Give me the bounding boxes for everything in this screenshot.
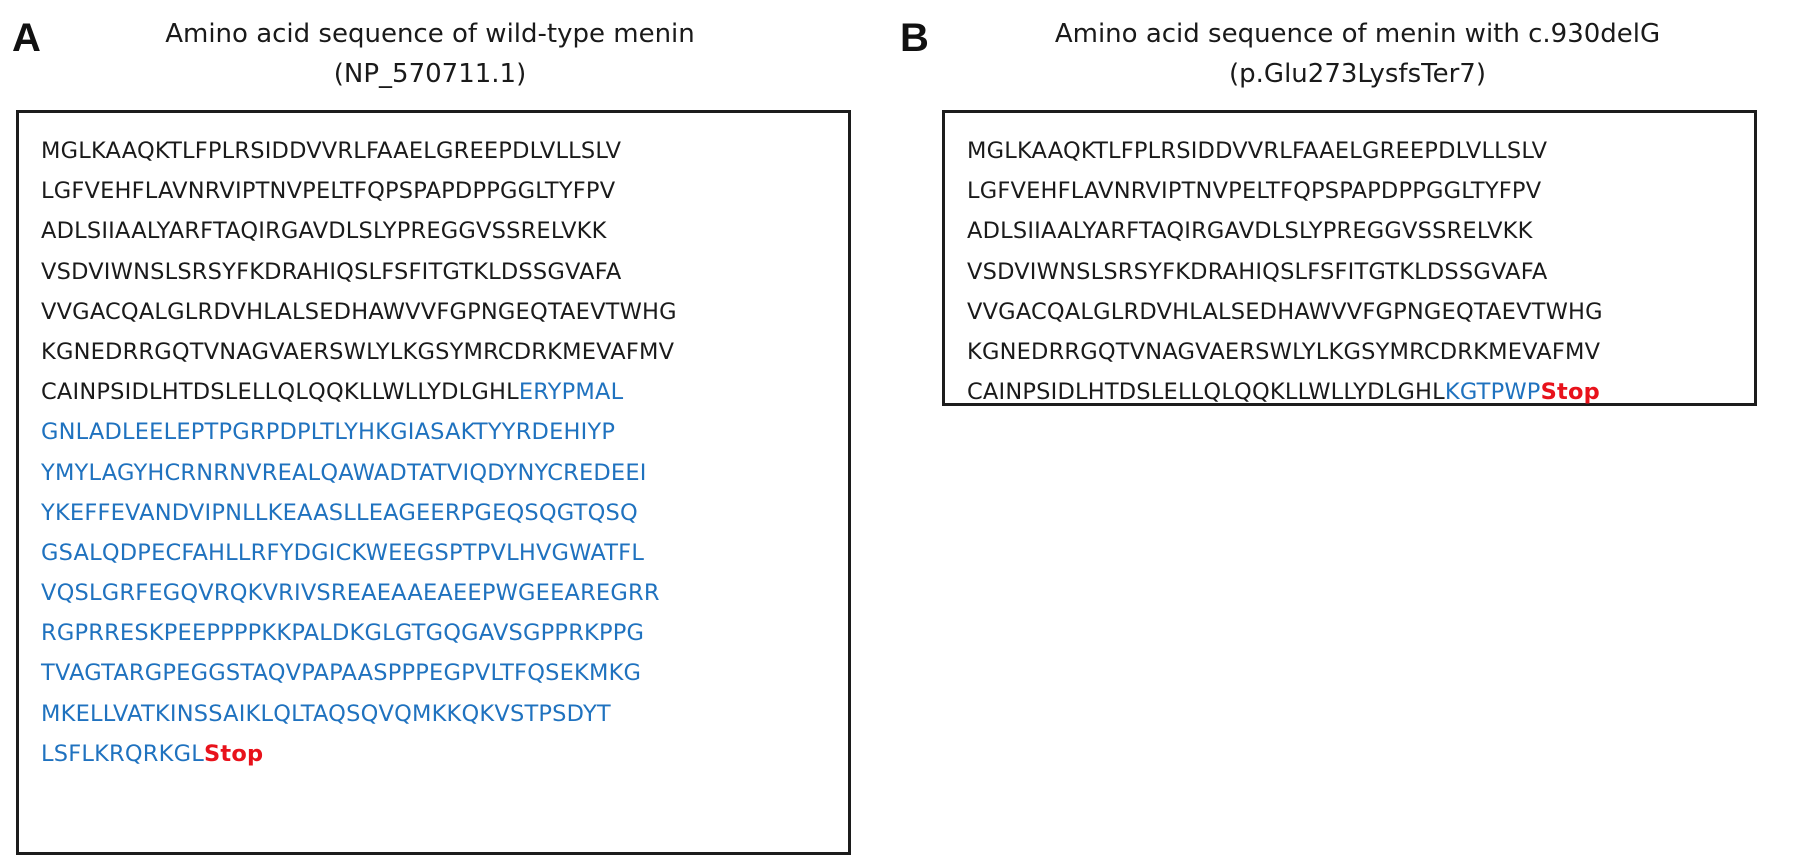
sequence-line: ADLSIIAALYARFTAQIRGAVDLSLYPREGGVSSRELVKK [967,211,1603,251]
sequence-line: VSDVIWNSLSRSYFKDRAHIQSLFSFITGTKLDSSGVAFA [41,252,677,292]
sequence-line: VSDVIWNSLSRSYFKDRAHIQSLFSFITGTKLDSSGVAFA [967,252,1603,292]
caption-line: Amino acid sequence of wild-type menin [165,19,695,49]
residues: VVGACQALGLRDVHLALSEDHAWVVFGPNGEQTAEVTWHG [41,298,677,325]
sequence-box: MGLKAAQKTLFPLRSIDDVVRLFAAELGREEPDLVLLSLV… [16,110,851,855]
residues: LGFVEHFLAVNRVIPTNVPELTFQPSPAPDPPGGLTYFPV [41,178,616,205]
sequence-line: MGLKAAQKTLFPLRSIDDVVRLFAAELGREEPDLVLLSLV [967,131,1603,171]
residues: VSDVIWNSLSRSYFKDRAHIQSLFSFITGTKLDSSGVAFA [967,258,1548,285]
caption-accession: (NP_570711.1) [333,59,527,89]
altered-residues: TVAGTARGPEGGSTAQVPAPAASPPPEGPVLTFQSEKMKG [41,660,642,687]
residues: KGNEDRRGQTVNAGVAERSWLYLKGSYMRCDRKMEVAFMV [41,338,675,365]
caption-line: Amino acid sequence of menin with c.930d… [1054,19,1661,49]
residues: CAINPSIDLHTDSLELLQLQQKLLWLLYDLGHL [967,379,1445,406]
sequence-lines: MGLKAAQKTLFPLRSIDDVVRLFAAELGREEPDLVLLSLV… [967,131,1603,412]
sequence-line: MKELLVATKINSSAIKLQLTAQSQVQMKKQKVSTPSDYT [41,694,677,734]
altered-residues: VQSLGRFEGQVRQKVRIVSREAEAAEAEEPWGEEAREGRR [41,580,660,607]
sequence-line: MGLKAAQKTLFPLRSIDDVVRLFAAELGREEPDLVLLSLV [41,131,677,171]
residues: VSDVIWNSLSRSYFKDRAHIQSLFSFITGTKLDSSGVAFA [41,258,622,285]
sequence-line: LGFVEHFLAVNRVIPTNVPELTFQPSPAPDPPGGLTYFPV [41,171,677,211]
sequence-line: VVGACQALGLRDVHLALSEDHAWVVFGPNGEQTAEVTWHG [967,292,1603,332]
panel-label: B [900,16,929,60]
altered-residues: RGPRRESKPEEPPPPKKPALDKGLGTGQGAVSGPPRKPPG [41,620,645,647]
altered-residues: GNLADLEELEPTPGRPDPLTLYHKGIASAKTYYRDEHIYP [41,419,616,446]
panel-caption: Amino acid sequence of menin with c.930d… [940,14,1775,94]
stop-codon-label: Stop [1540,379,1600,406]
panel-b: B Amino acid sequence of menin with c.93… [900,0,1795,868]
sequence-line: LSFLKRQRKGLStop [41,734,677,774]
panel-caption: Amino acid sequence of wild-type menin (… [60,14,800,94]
sequence-line: GNLADLEELEPTPGRPDPLTLYHKGIASAKTYYRDEHIYP [41,412,677,452]
sequence-line: KGNEDRRGQTVNAGVAERSWLYLKGSYMRCDRKMEVAFMV [967,332,1603,372]
altered-residues: KGTPWP [1444,379,1541,406]
caption-protein-change: (p.Glu273LysfsTer7) [1229,59,1486,89]
sequence-line: ADLSIIAALYARFTAQIRGAVDLSLYPREGGVSSRELVKK [41,211,677,251]
altered-residues: ERYPMAL [518,379,624,406]
sequence-line: VVGACQALGLRDVHLALSEDHAWVVFGPNGEQTAEVTWHG [41,292,677,332]
residues: KGNEDRRGQTVNAGVAERSWLYLKGSYMRCDRKMEVAFMV [967,338,1601,365]
stop-codon-label: Stop [203,740,264,767]
residues: LGFVEHFLAVNRVIPTNVPELTFQPSPAPDPPGGLTYFPV [967,178,1542,205]
sequence-lines: MGLKAAQKTLFPLRSIDDVVRLFAAELGREEPDLVLLSLV… [41,131,677,774]
panel-a: A Amino acid sequence of wild-type menin… [0,0,860,868]
sequence-line: YKEFFEVANDVIPNLLKEAASLLEAGEERPGEQSQGTQSQ [41,493,677,533]
sequence-line: LGFVEHFLAVNRVIPTNVPELTFQPSPAPDPPGGLTYFPV [967,171,1603,211]
altered-residues: LSFLKRQRKGL [41,740,204,767]
residues: MGLKAAQKTLFPLRSIDDVVRLFAAELGREEPDLVLLSLV [41,138,622,164]
altered-residues: YKEFFEVANDVIPNLLKEAASLLEAGEERPGEQSQGTQSQ [41,499,638,526]
altered-residues: GSALQDPECFAHLLRFYDGICKWEEGSPTPVLHVGWATFL [41,539,645,566]
residues: ADLSIIAALYARFTAQIRGAVDLSLYPREGGVSSRELVKK [967,218,1533,245]
sequence-line: CAINPSIDLHTDSLELLQLQQKLLWLLYDLGHLKGTPWPS… [967,372,1603,412]
residues: VVGACQALGLRDVHLALSEDHAWVVFGPNGEQTAEVTWHG [967,298,1603,325]
sequence-line: TVAGTARGPEGGSTAQVPAPAASPPPEGPVLTFQSEKMKG [41,653,677,693]
residues: ADLSIIAALYARFTAQIRGAVDLSLYPREGGVSSRELVKK [41,218,607,245]
residues: MGLKAAQKTLFPLRSIDDVVRLFAAELGREEPDLVLLSLV [967,138,1548,164]
residues: CAINPSIDLHTDSLELLQLQQKLLWLLYDLGHL [41,379,519,406]
sequence-line: RGPRRESKPEEPPPPKKPALDKGLGTGQGAVSGPPRKPPG [41,613,677,653]
sequence-line: CAINPSIDLHTDSLELLQLQQKLLWLLYDLGHLERYPMAL [41,372,677,412]
altered-residues: YMYLAGYHCRNRNVREALQAWADTATVIQDYNYCREDEEI [41,459,647,486]
sequence-line: GSALQDPECFAHLLRFYDGICKWEEGSPTPVLHVGWATFL [41,533,677,573]
sequence-line: KGNEDRRGQTVNAGVAERSWLYLKGSYMRCDRKMEVAFMV [41,332,677,372]
altered-residues: MKELLVATKINSSAIKLQLTAQSQVQMKKQKVSTPSDYT [41,700,611,727]
panel-label: A [12,16,41,60]
sequence-line: YMYLAGYHCRNRNVREALQAWADTATVIQDYNYCREDEEI [41,453,677,493]
sequence-line: VQSLGRFEGQVRQKVRIVSREAEAAEAEEPWGEEAREGRR [41,573,677,613]
sequence-box: MGLKAAQKTLFPLRSIDDVVRLFAAELGREEPDLVLLSLV… [942,110,1757,406]
